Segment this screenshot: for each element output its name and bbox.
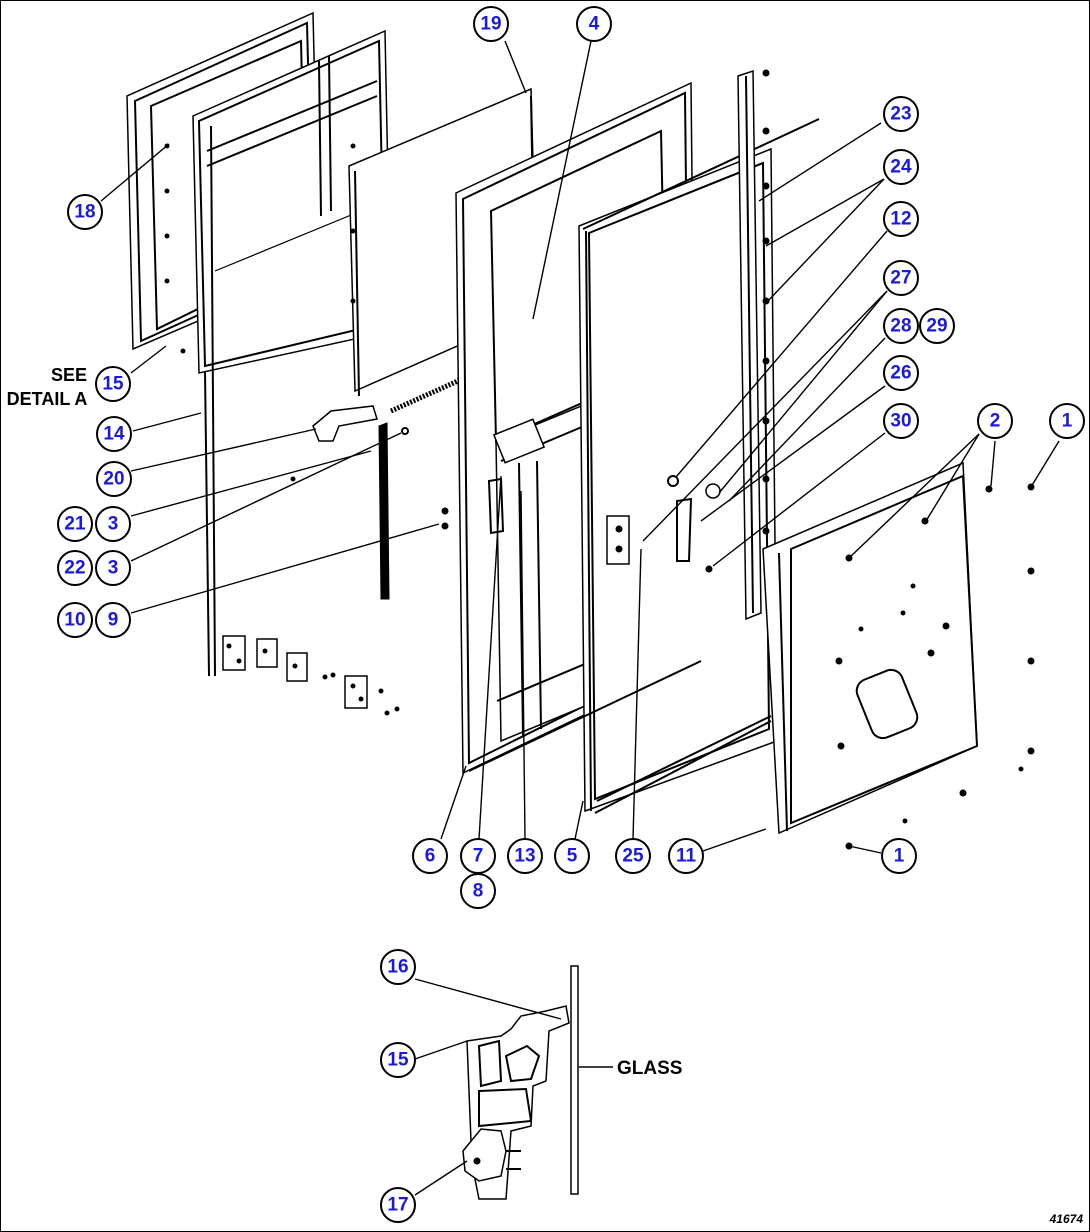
svg-text:21: 21 [64,514,86,535]
svg-text:25: 25 [622,846,644,867]
callout-10: 10 [57,602,93,638]
callout-29: 29 [919,308,955,344]
callout-17: 17 [380,1187,416,1223]
callout-3-lower: 3 [95,550,131,586]
drawing-number: 41674 [1049,1212,1084,1226]
callout-26: 26 [883,355,919,391]
svg-text:9: 9 [108,610,119,631]
part-5-inner-frame [578,118,820,813]
svg-text:8: 8 [473,881,484,902]
svg-text:26: 26 [890,363,911,384]
svg-text:24: 24 [890,157,912,178]
svg-text:4: 4 [589,14,600,35]
svg-text:6: 6 [425,846,436,867]
svg-text:3: 3 [108,558,119,579]
svg-text:23: 23 [890,104,911,125]
svg-text:19: 19 [480,14,501,35]
callout-23: 23 [883,96,919,132]
hinges [222,635,400,716]
see-detail-label-line1: SEE [51,365,87,385]
callout-6: 6 [412,838,448,874]
callout-15-detail: 15 [380,1042,416,1078]
callout-11: 11 [668,838,704,874]
svg-text:3: 3 [108,514,119,535]
callout-18: 18 [67,194,103,230]
part-11-cover-panel [762,461,1035,850]
part-20-handle [290,405,449,600]
callout-14: 14 [96,416,132,452]
svg-text:17: 17 [387,1195,408,1216]
callout-1-top: 1 [1049,403,1085,439]
svg-text:29: 29 [926,316,947,337]
leader-lines [100,40,1060,1196]
svg-text:28: 28 [890,316,911,337]
callout-19: 19 [473,6,509,42]
svg-text:30: 30 [890,411,911,432]
callout-13: 13 [507,838,543,874]
callout-20: 20 [96,461,132,497]
callout-5: 5 [554,838,590,874]
svg-text:13: 13 [514,846,535,867]
see-detail-label-line2: DETAIL A [7,389,88,409]
svg-text:27: 27 [890,268,911,289]
callout-22: 22 [57,550,93,586]
callout-7: 7 [460,838,496,874]
svg-text:5: 5 [567,846,578,867]
callouts: 18 19 4 23 24 12 27 28 29 26 30 2 1 15 1… [57,6,1085,1223]
svg-text:10: 10 [64,610,85,631]
callout-3-upper: 3 [95,506,131,542]
callout-21: 21 [57,506,93,542]
svg-text:20: 20 [103,469,124,490]
callout-27: 27 [883,260,919,296]
svg-text:16: 16 [387,957,408,978]
svg-text:7: 7 [473,846,484,867]
callout-4: 4 [576,6,612,42]
svg-text:11: 11 [676,846,697,867]
svg-text:12: 12 [890,209,911,230]
svg-text:1: 1 [1062,411,1073,432]
callout-15-main: 15 [95,366,131,402]
callout-24: 24 [883,149,919,185]
callout-25: 25 [615,838,651,874]
svg-text:14: 14 [103,424,125,445]
svg-text:18: 18 [74,202,95,223]
svg-text:2: 2 [990,411,1001,432]
svg-text:15: 15 [102,374,124,395]
glass-label: GLASS [617,1058,682,1079]
callout-12: 12 [883,201,919,237]
bottom-rail [468,660,772,814]
callout-8: 8 [460,873,496,909]
callout-2: 2 [977,403,1013,439]
svg-text:1: 1 [894,846,905,867]
callout-28: 28 [883,308,919,344]
callout-30: 30 [883,403,919,439]
callout-1-bottom: 1 [881,838,917,874]
callout-9: 9 [95,602,131,638]
callout-16: 16 [380,949,416,985]
detail-a-section [462,965,579,1200]
svg-text:22: 22 [64,558,85,579]
svg-text:15: 15 [387,1050,409,1071]
